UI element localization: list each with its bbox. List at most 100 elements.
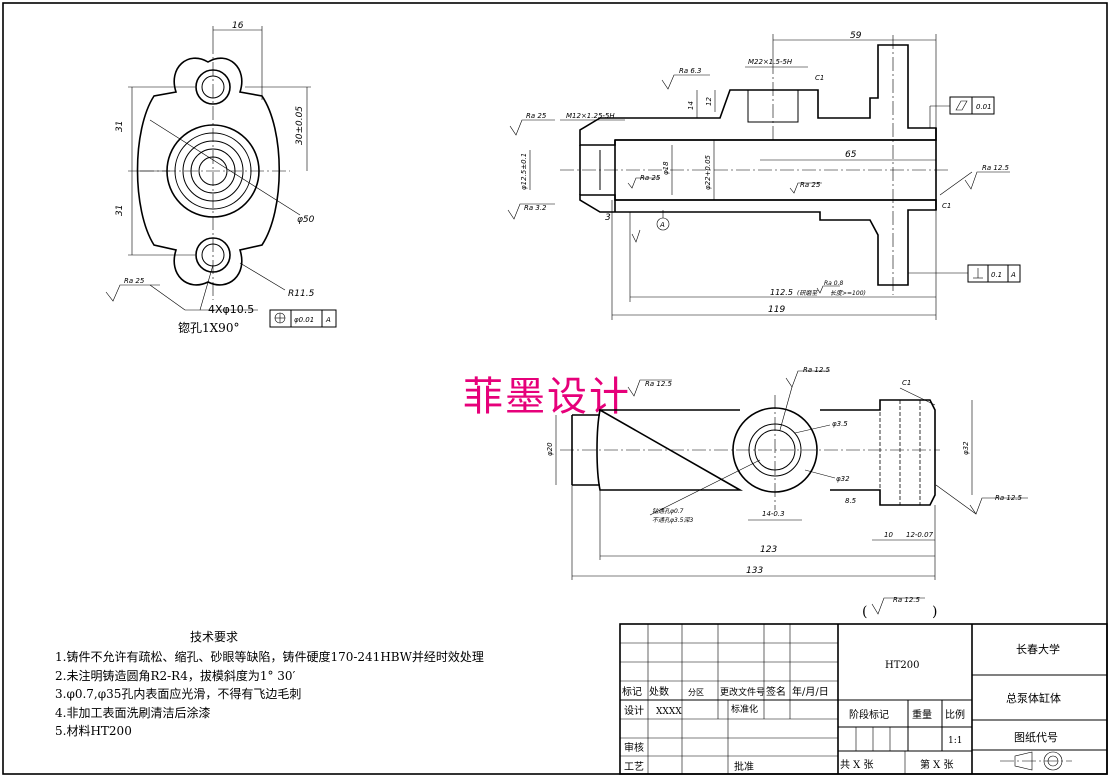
projection-symbol-circle — [1043, 751, 1063, 771]
tech-title: 技术要求 — [190, 630, 238, 644]
tech-item-2: 2.未注明铸造圆角R2-R4，拔模斜度为1° 30′ — [55, 668, 296, 683]
projection-symbol-cone — [1014, 751, 1033, 771]
dim-133: 133 — [746, 566, 763, 576]
dim-119: 119 — [768, 305, 785, 315]
tech-item-4: 4.非加工表面洗刷清洁后涂漆 — [55, 705, 210, 720]
tb-rev-mark: 标记 — [622, 686, 642, 698]
flange-outline — [136, 57, 280, 286]
tb-stage-mark: 阶段标记 — [849, 708, 889, 721]
dim-31-top: 31 — [115, 121, 125, 132]
tb-rev-sign: 签名 — [766, 685, 786, 698]
tb-sheet-no: 第 X 张 — [920, 758, 953, 771]
tech-item-1: 1.铸件不允许有疏松、缩孔、砂眼等缺陷，铸件硬度170-241HBW并经时效处理 — [55, 649, 484, 664]
dim-phi18: φ18 — [662, 161, 670, 175]
tb-material: HT200 — [885, 660, 919, 671]
position-tolerance-frame — [269, 309, 337, 328]
ra63: Ra 6.3 — [679, 67, 702, 75]
tb-ratio: 比例 — [945, 708, 965, 721]
top-view-body — [596, 399, 936, 506]
dim-phi125: φ12.5±0.1 — [520, 153, 528, 190]
general-roughness: ( Ra 12.5 ) — [862, 596, 937, 620]
ra125-right: Ra 12.5 — [982, 164, 1010, 172]
title-block: 标记 处数 分区 更改文件号 签名 年/月/日 设计 XXXX 标准化 审核 工… — [619, 623, 1108, 775]
tb-school: 长春大学 — [1016, 642, 1060, 656]
ra08: Ra 0.8 — [824, 280, 843, 287]
datum-a-label: A — [659, 221, 665, 229]
ra125-a: Ra 12.5 — [645, 380, 673, 388]
tb-rev-doc: 更改文件号 — [720, 686, 765, 698]
tech-requirements: 技术要求 1.铸件不允许有疏松、缩孔、砂眼等缺陷，铸件硬度170-241HBW并… — [55, 630, 484, 738]
ra25-left: Ra 25 — [124, 277, 145, 285]
dim-phi35: φ3.5 — [832, 420, 848, 428]
dim-12: 12 — [705, 97, 713, 106]
tb-part-name: 总泵体缸体 — [1006, 691, 1061, 705]
dim-1125-note2: 长度>=100) — [830, 289, 866, 297]
tb-design: 设计 — [624, 704, 644, 717]
tb-scale: 1:1 — [948, 736, 962, 746]
tb-designer: XXXX — [656, 707, 682, 717]
dim-31-bottom: 31 — [115, 205, 125, 216]
dim-59: 59 — [850, 31, 862, 41]
perp-datum: A — [1010, 271, 1016, 279]
tb-weight: 重量 — [912, 708, 932, 721]
dim-phi32-boss: φ32 — [836, 475, 850, 483]
position-tol-value: φ0.01 — [294, 316, 314, 324]
tb-review: 审核 — [624, 741, 644, 754]
hole-note-2: 不通孔φ3.5深3 — [652, 517, 694, 524]
ra25-a: Ra 25 — [526, 112, 547, 120]
perpendicular-frame — [967, 264, 1021, 283]
tb-rev-date: 年/月/日 — [792, 685, 829, 698]
top-view: Ra 12.5 Ra 12.5 C1 Ra 12.5 φ20 φ32 φ3.5 … — [546, 366, 1028, 580]
general-roughness-value: Ra 12.5 — [893, 596, 921, 604]
tb-process: 工艺 — [624, 761, 644, 773]
thread-m12: M12×1.25-5H — [566, 112, 615, 120]
ra25-b: Ra 25 — [640, 174, 661, 182]
main-section-view: 59 M22×1.5-5H C1 Ra 6.3 14 12 M12×1.25-5… — [507, 31, 1021, 320]
ra25-c: Ra 25 — [800, 181, 821, 189]
c1-top: C1 — [815, 74, 824, 82]
position-tol-datum: A — [325, 316, 331, 324]
hole-callout: 4Xφ10.5 — [208, 303, 254, 316]
svg-text:(: ( — [862, 604, 867, 620]
ra125-b: Ra 12.5 — [803, 366, 831, 374]
tech-item-5: 5.材料HT200 — [55, 724, 132, 738]
svg-text:): ) — [932, 604, 937, 620]
tb-approve: 批准 — [734, 760, 754, 773]
hole-note-1: 钻通孔φ0.7 — [652, 507, 684, 515]
countersink-callout: 锪孔1X90° — [178, 320, 239, 335]
tech-item-3: 3.φ0.7,φ35孔内表面应光滑，不得有飞边毛刺 — [55, 686, 301, 701]
dim-r115: R11.5 — [288, 289, 315, 299]
dim-1125-note: (研磨至 — [797, 289, 818, 297]
dim-1125: 112.5 — [770, 288, 793, 297]
dim-3: 3 — [605, 213, 611, 223]
flatness-value: 0.01 — [976, 103, 992, 111]
perp-value: 0.1 — [991, 271, 1002, 279]
dim-16: 16 — [232, 21, 244, 31]
tb-standardize: 标准化 — [731, 703, 758, 715]
dim-30: 30±0.05 — [295, 106, 305, 145]
tb-sheets-total: 共 X 张 — [840, 759, 873, 771]
left-end-view: 16 31 31 30±0.05 φ50 R11.5 Ra 25 4Xφ10.5… — [105, 21, 337, 335]
tb-rev-count: 处数 — [649, 685, 669, 698]
dim-14-top: 14-0.3 — [762, 510, 785, 518]
dim-phi32-right: φ32 — [962, 441, 970, 455]
lower-wall-section — [579, 194, 937, 286]
tb-rev-zone: 分区 — [688, 688, 704, 697]
ra32: Ra 3.2 — [524, 204, 547, 212]
c1-bottom: C1 — [942, 202, 951, 210]
dim-12-top: 12-0.07 — [906, 531, 934, 539]
c1-top-view: C1 — [902, 379, 911, 387]
dim-14: 14 — [687, 101, 695, 110]
tb-drawing-no: 图纸代号 — [1014, 731, 1058, 744]
dim-85: 8.5 — [845, 497, 857, 505]
dim-123: 123 — [760, 545, 777, 555]
dim-10: 10 — [884, 531, 893, 539]
dim-phi50: φ50 — [297, 215, 315, 225]
dim-phi20: φ20 — [546, 442, 554, 456]
watermark: 菲墨设计 — [463, 374, 631, 420]
thread-m22: M22×1.5-5H — [748, 58, 793, 66]
ra125-c: Ra 12.5 — [995, 494, 1023, 502]
dim-65: 65 — [845, 150, 857, 160]
